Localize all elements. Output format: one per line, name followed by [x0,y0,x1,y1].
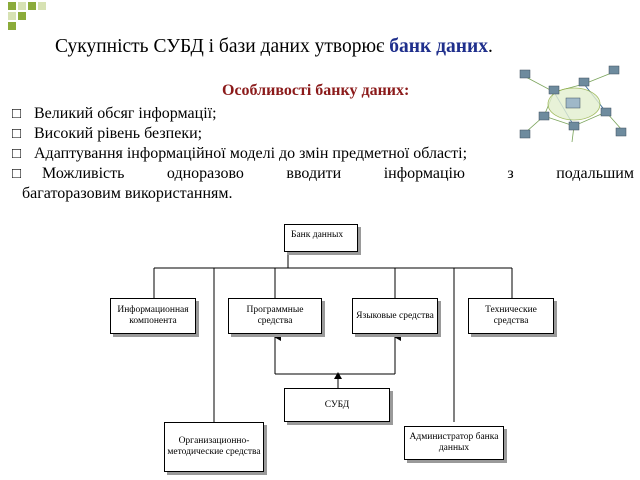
node-dbms: СУБД [284,388,390,422]
bank-structure-diagram: Банк данных Информационная компонента Пр… [108,216,560,480]
diagram-connectors [153,251,513,422]
node-administrator: Администратор банка данных [404,426,504,460]
list-item-text: Великий обсяг інформації; [34,105,217,122]
node-language: Языковые средства [352,298,438,334]
features-list: □ Великий обсяг інформації; □ Високий рі… [12,104,634,204]
network-diagram-image [514,54,632,146]
title-suffix: . [487,36,493,57]
checkbox-bullet-icon: □ [12,146,22,162]
corner-decoration [0,0,60,36]
list-item-continuation: багаторазовим використанням. [22,185,233,202]
title-text: Сукупність СУБД і бази даних утворює [55,36,390,57]
list-item: □ Адаптування інформаційної моделі до зм… [12,144,634,164]
list-item: □ Великий обсяг інформації; [12,104,634,124]
features-heading: Особливості банку даних: [222,82,410,99]
list-item-text: Можливість одноразово вводити інформацію… [42,165,634,182]
node-technical: Технические средства [468,298,554,334]
checkbox-bullet-icon: □ [12,106,22,122]
list-item: □ Можливість одноразово вводити інформац… [12,164,634,184]
node-software: Программные средства [228,298,322,334]
checkbox-bullet-icon: □ [12,166,22,182]
checkbox-bullet-icon: □ [12,126,22,142]
node-info-component: Информационная компонента [110,298,196,334]
slide-title: Сукупність СУБД і бази даних утворює бан… [55,36,493,58]
node-bank: Банк данных [284,224,358,252]
list-item-text: Адаптування інформаційної моделі до змін… [34,145,468,162]
node-org-methodical: Организационно-методические средства [164,422,264,472]
list-item-text: Високий рівень безпеки; [34,125,203,142]
list-item: □ Високий рівень безпеки; [12,124,634,144]
title-accent: банк даних [389,36,488,57]
